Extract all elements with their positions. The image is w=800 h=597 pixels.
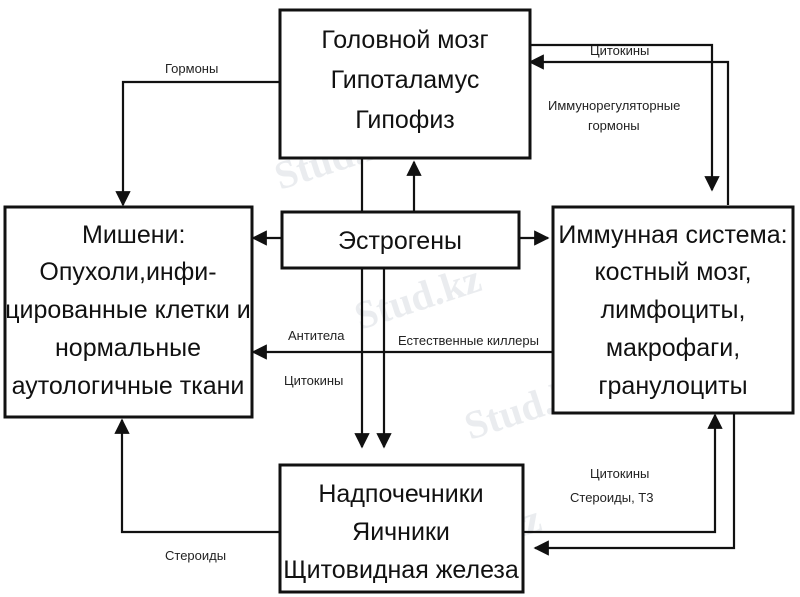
label-cytokines-top: Цитокины (590, 43, 649, 58)
label-steroids-t3: Стероиды, T3 (570, 490, 653, 505)
label-antibodies: Антитела (288, 328, 345, 343)
box-brain: Головной мозг Гипоталамус Гипофиз (278, 8, 532, 160)
label-hormones: Гормоны (165, 61, 218, 76)
label-cytokines-bottom: Цитокины (590, 466, 649, 481)
box-immune-line: макрофаги, (606, 334, 740, 362)
box-brain-line: Гипофиз (355, 106, 455, 134)
arrow-cytokines-to-brain (528, 54, 730, 205)
box-glands-line: Надпочечники (318, 480, 483, 508)
arrow-immunoreg-hormones (530, 43, 720, 192)
box-immune-line: Иммунная система: (558, 221, 787, 249)
box-glands-line: Яичники (352, 518, 450, 546)
label-cytokines-mid: Цитокины (284, 373, 343, 388)
box-immune-line: лимфоциты, (601, 296, 746, 324)
label-immunoreg-1: Иммунорегуляторные (548, 98, 680, 113)
box-immune-line: гранулоциты (598, 372, 747, 400)
box-estrogens: Эстрогены (280, 210, 521, 270)
arrow-steroids-t3-to-immune (523, 413, 723, 534)
box-targets-line: нормальные (55, 334, 201, 362)
box-immune: Иммунная система: костный мозг, лимфоцит… (551, 205, 795, 415)
connectors (114, 43, 736, 556)
box-estrogens-line: Эстрогены (338, 227, 462, 255)
box-targets-line: Опухоли,инфи- (39, 258, 216, 286)
arrow-steroids-to-targets (114, 418, 280, 534)
box-immune-line: костный мозг, (594, 258, 751, 286)
label-immunoreg-2: гормоны (588, 118, 640, 133)
edge-labels: Гормоны Цитокины Иммунорегуляторные горм… (165, 43, 680, 563)
label-natural-killers: Естественные киллеры (398, 333, 539, 348)
box-targets-line: Мишени: (82, 221, 185, 249)
arrow-cytokines-to-glands (533, 410, 736, 556)
box-glands-line: Щитовидная железа (283, 556, 519, 584)
box-brain-line: Головной мозг (321, 26, 488, 54)
box-targets: Мишени: Опухоли,инфи- цированные клетки … (3, 205, 254, 419)
box-glands: Надпочечники Яичники Щитовидная железа (278, 463, 525, 594)
box-brain-line: Гипоталамус (331, 66, 480, 94)
box-targets-line: аутологичные ткани (12, 372, 245, 400)
box-targets-line: цированные клетки и (5, 296, 251, 324)
arrow-hormones (115, 80, 280, 207)
label-steroids: Стероиды (165, 548, 226, 563)
